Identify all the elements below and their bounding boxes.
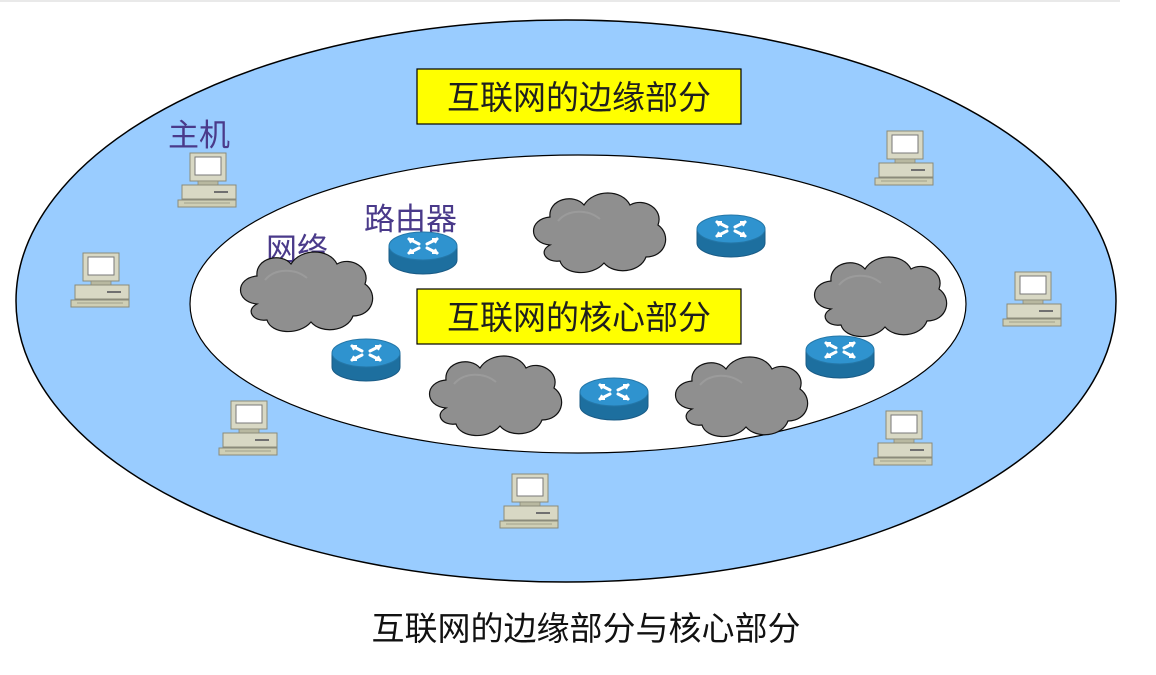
router-icon xyxy=(804,334,876,380)
router-icon xyxy=(695,213,767,259)
host-label: 主机 xyxy=(168,118,230,154)
top-divider xyxy=(0,0,1120,2)
router-icon xyxy=(578,376,650,422)
core-label: 互联网的核心部分 xyxy=(447,298,711,337)
edge-label-box: 互联网的边缘部分 xyxy=(416,68,742,125)
router-icon xyxy=(387,230,459,276)
core-label-box: 互联网的核心部分 xyxy=(416,288,742,345)
router-icon xyxy=(330,337,402,383)
edge-label: 互联网的边缘部分 xyxy=(447,78,711,117)
diagram-caption: 互联网的边缘部分与核心部分 xyxy=(372,609,801,648)
router-label: 路由器 xyxy=(364,202,457,238)
